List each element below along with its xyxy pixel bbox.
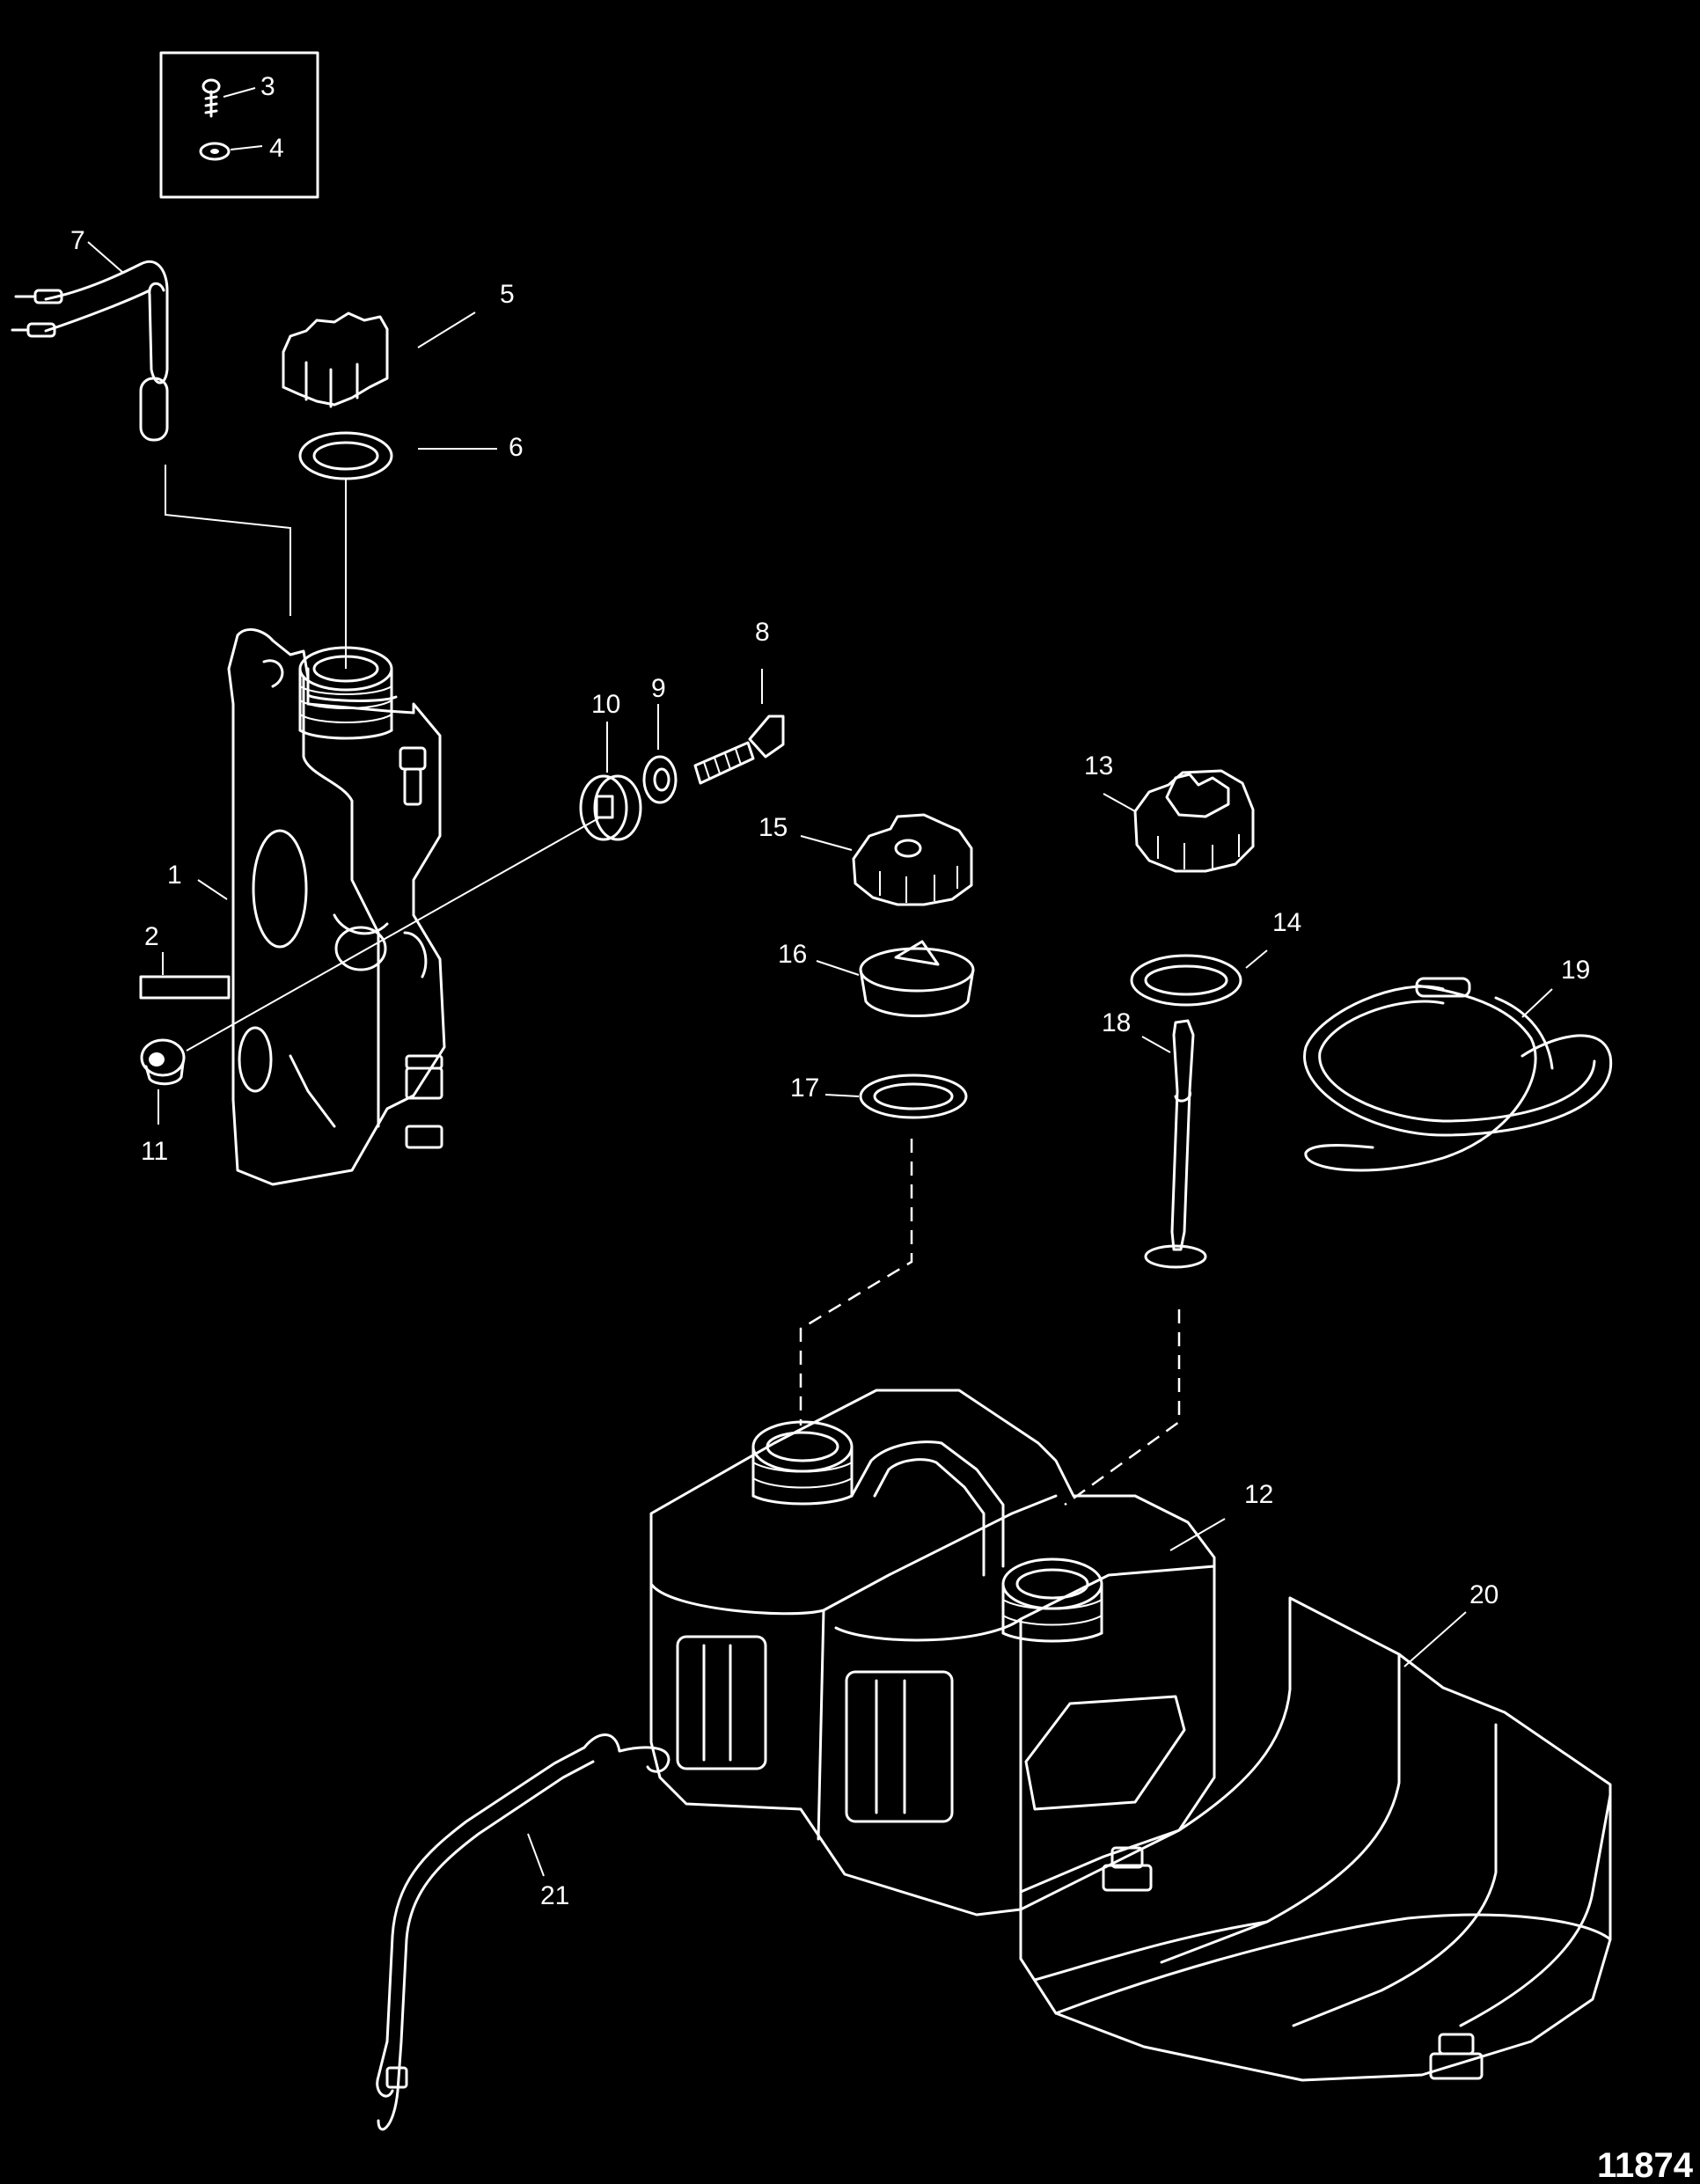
fuel-hose-part: 19 <box>1303 956 1613 1172</box>
oil-tank-part: 1 <box>167 627 446 1186</box>
screw-part <box>202 78 221 118</box>
callout-1: 1 <box>167 861 182 890</box>
grommet-part: 11 <box>140 1038 186 1166</box>
callout-21: 21 <box>540 1881 569 1910</box>
fitting-part: 8 <box>693 618 785 785</box>
callout-16: 16 <box>778 940 807 969</box>
filler-cap-part: 5 <box>282 280 515 408</box>
cap-gasket-part: 6 <box>298 431 524 480</box>
hardware-inset-box: 3 4 <box>159 51 319 199</box>
callout-8: 8 <box>755 618 770 647</box>
callout-14: 14 <box>1272 908 1301 937</box>
sealing-washer-part: 9 <box>642 674 678 804</box>
callout-6: 6 <box>509 433 524 462</box>
callout-15: 15 <box>758 813 788 842</box>
wire-harness-part: 7 <box>11 226 169 442</box>
washer-part <box>199 142 231 161</box>
hold-down-strap-part: 21 <box>376 1733 670 2131</box>
callout-9: 9 <box>651 674 666 703</box>
callout-20: 20 <box>1469 1580 1498 1609</box>
tank-cradle-part: 20 <box>1019 1580 1612 2082</box>
fuel-cap-part: 15 <box>758 813 973 906</box>
fuel-gauge-part: 13 <box>1084 751 1255 873</box>
bushing-part: 10 <box>579 690 642 841</box>
decal-part: 2 <box>139 922 231 1000</box>
callout-18: 18 <box>1102 1008 1131 1037</box>
callout-12: 12 <box>1244 1480 1273 1509</box>
gauge-gasket-part: 14 <box>1130 908 1301 1007</box>
callout-13: 13 <box>1084 751 1113 781</box>
callout-17: 17 <box>790 1074 819 1103</box>
callout-7: 7 <box>70 226 85 255</box>
callout-19: 19 <box>1561 956 1590 985</box>
callout-10: 10 <box>591 690 620 719</box>
portable-fuel-tank-part: 12 <box>649 1389 1273 1916</box>
callout-2: 2 <box>144 922 159 951</box>
callout-4: 4 <box>269 134 284 163</box>
callout-11: 11 <box>141 1137 168 1166</box>
tank-filler-neck <box>298 646 393 740</box>
callout-3: 3 <box>260 72 275 101</box>
callout-5: 5 <box>500 280 515 309</box>
figure-number: 11874 <box>1597 2146 1694 2184</box>
pickup-tube-part: 18 <box>1102 1008 1207 1269</box>
cap-insert-part: 16 <box>778 940 975 1017</box>
fuel-cap-gasket-part: 17 <box>790 1074 968 1119</box>
